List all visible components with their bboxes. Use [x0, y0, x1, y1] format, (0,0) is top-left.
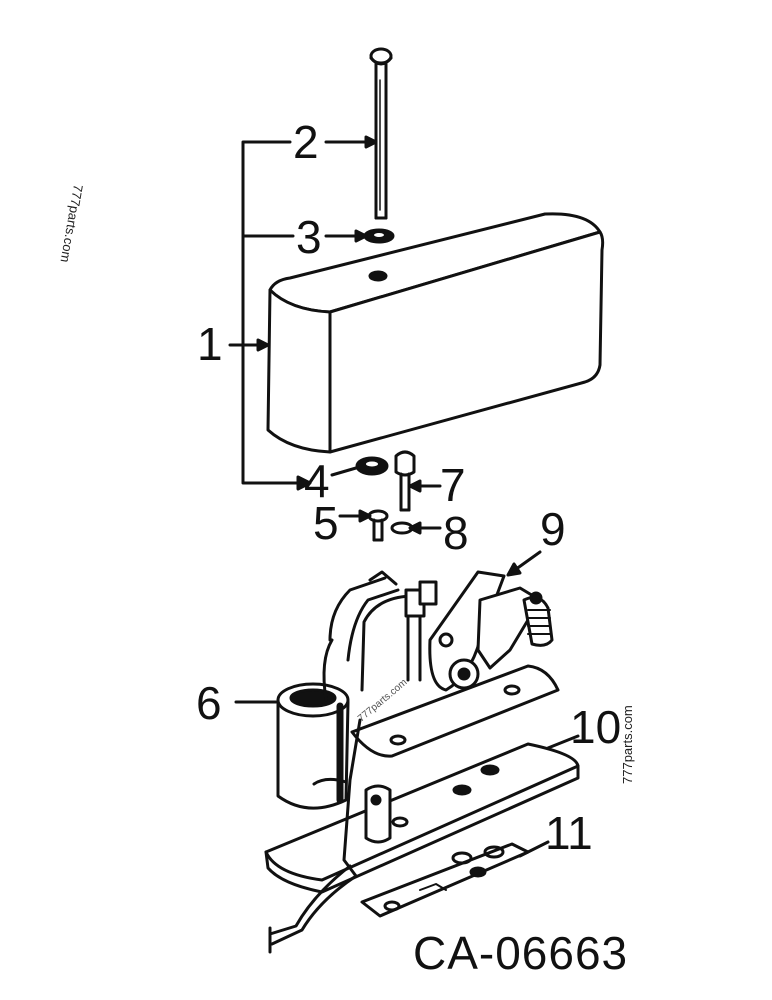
- watermark-right: 777parts.com: [620, 705, 635, 784]
- lead-wire: [268, 718, 362, 954]
- callout-9: 9: [540, 503, 566, 555]
- switch-assembly-part-9: [328, 550, 560, 758]
- screw-part-5: [338, 509, 389, 542]
- drawing-code: CA-06663: [413, 927, 629, 979]
- callout-8: 8: [443, 507, 469, 559]
- insulator-part-11: [360, 840, 550, 918]
- callout-5: 5: [313, 497, 339, 549]
- washer-part-4: [330, 456, 389, 477]
- screw-part-7: [394, 450, 442, 512]
- washer-part-8: [390, 521, 442, 535]
- callout-6: 6: [196, 677, 222, 729]
- callout-1: 1: [197, 318, 223, 370]
- block-part-1: [228, 212, 605, 454]
- capacitor-part-6: [234, 638, 350, 810]
- callout-10: 10: [570, 701, 622, 753]
- callout-4: 4: [304, 455, 330, 507]
- callout-2: 2: [293, 116, 319, 168]
- leader-bracket: [241, 140, 312, 491]
- washer-part-3: [324, 228, 395, 244]
- callout-3: 3: [296, 211, 322, 263]
- bolt-part-2: [324, 47, 393, 220]
- callout-7: 7: [440, 459, 466, 511]
- callout-11: 11: [545, 807, 593, 859]
